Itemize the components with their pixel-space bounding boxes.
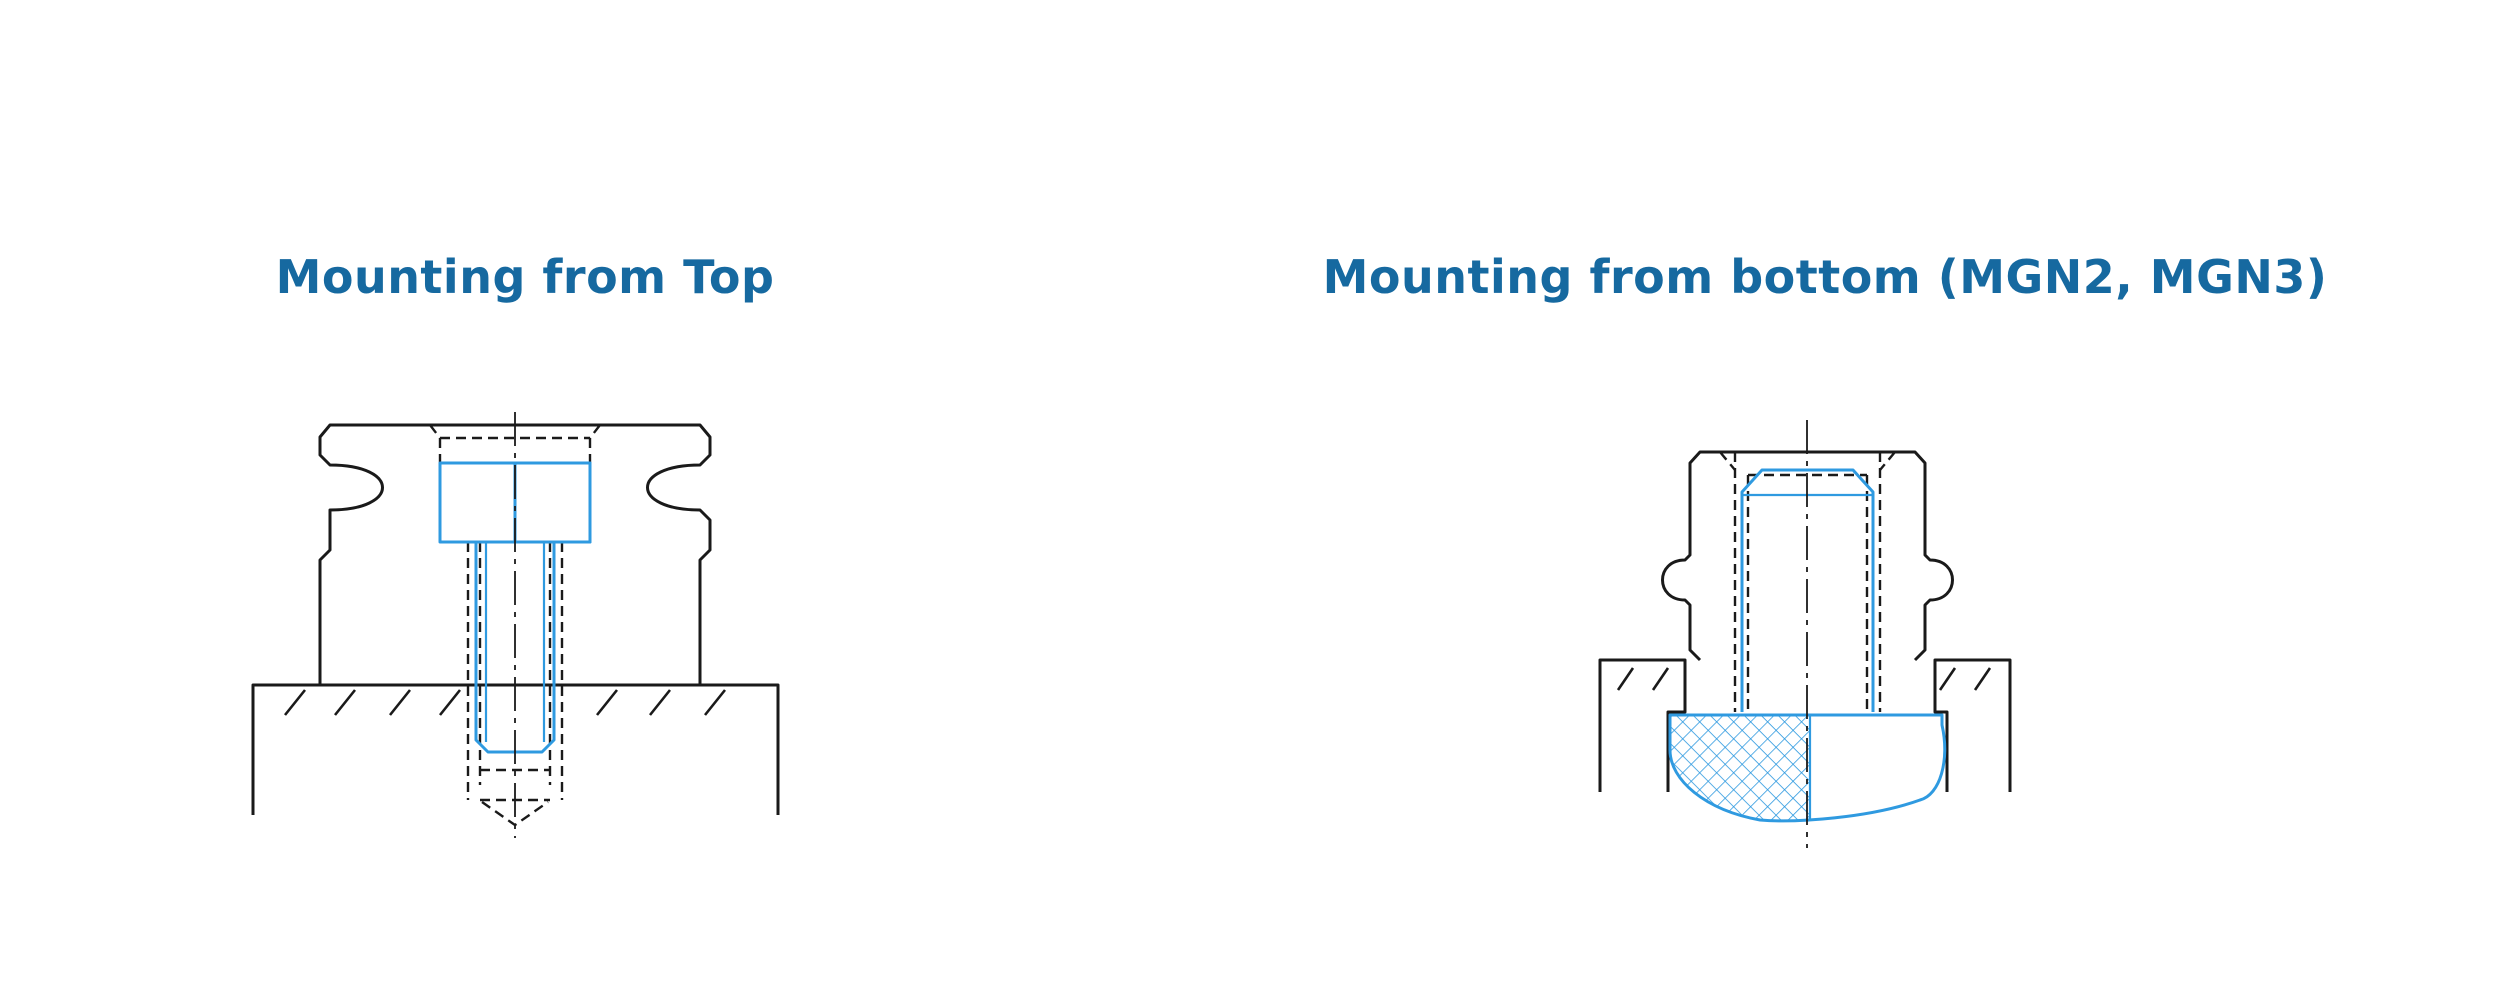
base-hatching: [283, 689, 727, 716]
top-mount-drawing: [251, 412, 780, 838]
rail-profile: [318, 423, 712, 685]
diagram-mounting-from-bottom: Mounting from bottom (MGN2, MGN3): [1250, 0, 2400, 1000]
diagram-mounting-from-top: Mounting from Top: [0, 0, 1050, 1000]
screw-head-section: [1670, 715, 1810, 821]
base-hatching: [1616, 667, 1992, 691]
bottom-mount-drawing: [1598, 420, 2012, 848]
diagram-title-bottom: Mounting from bottom (MGN2, MGN3): [1322, 250, 2328, 304]
cap-screw: [1668, 468, 1947, 823]
tapped-hole-hidden-lines: [1719, 451, 1896, 712]
base-block: [1598, 658, 2012, 792]
diagram-title-top: Mounting from Top: [275, 250, 775, 304]
